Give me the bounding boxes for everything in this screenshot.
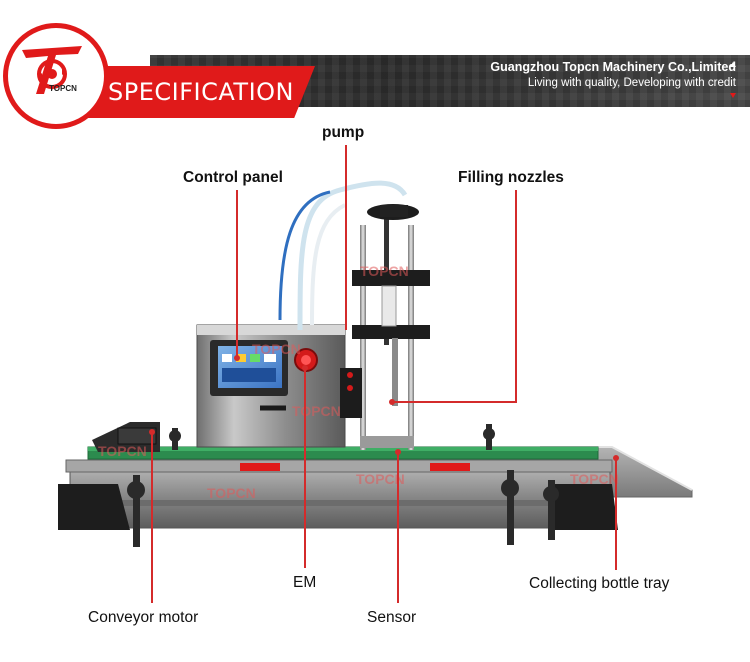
logo-mark-icon (22, 46, 82, 94)
label-filling-nozzles: Filling nozzles (458, 169, 564, 186)
watermarks: TOPCN TOPCN TOPCN TOPCN TOPCN TOPCN TOPC… (98, 263, 619, 501)
callout-line-filling-nozzles (392, 190, 517, 403)
label-collecting-tray: Collecting bottle tray (529, 575, 670, 592)
em-module (340, 368, 362, 418)
conveyor-motor (92, 422, 160, 452)
hoses (278, 180, 408, 331)
logo (3, 23, 109, 129)
svg-text:TOPCN: TOPCN (252, 341, 301, 357)
filling-column (352, 204, 430, 450)
svg-text:TOPCN: TOPCN (207, 485, 256, 501)
svg-text:TOPCN: TOPCN (360, 263, 409, 279)
label-sensor: Sensor (367, 609, 417, 626)
logo-text: TOPCN (49, 84, 77, 93)
triangle-up-icon (730, 62, 736, 67)
label-conveyor-motor: Conveyor motor (88, 609, 199, 626)
company-slogan: Living with quality, Developing with cre… (527, 77, 736, 89)
conveyor (58, 424, 618, 547)
triangle-down-icon (730, 93, 736, 98)
label-control-panel: Control panel (183, 169, 283, 186)
adjust-knob-icon (127, 424, 559, 547)
label-pump: pump (322, 124, 365, 141)
control-box (196, 324, 346, 448)
svg-text:TOPCN: TOPCN (98, 443, 147, 459)
svg-text:TOPCN: TOPCN (292, 403, 341, 419)
callout-lines (151, 145, 617, 603)
svg-text:TOPCN: TOPCN (570, 471, 619, 487)
callout-dots (149, 355, 619, 461)
company-name: Guangzhou Topcn Machinery Co.,Limited (490, 60, 736, 74)
page-title: SPECIFICATION (108, 78, 294, 106)
label-em: EM (293, 574, 317, 591)
svg-text:TOPCN: TOPCN (356, 471, 405, 487)
